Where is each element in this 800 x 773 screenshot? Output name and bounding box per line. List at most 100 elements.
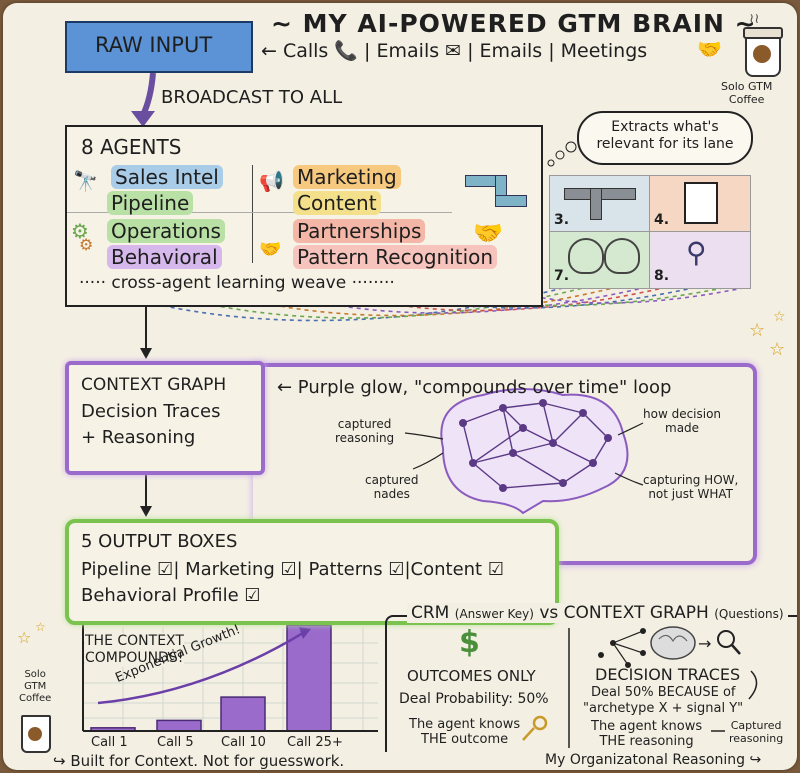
binoculars-icon: 🔭 bbox=[73, 169, 98, 193]
x-tick-label: Call 5 bbox=[157, 735, 194, 750]
label-line: captured bbox=[337, 417, 392, 431]
agent-partnerships: Partnerships bbox=[293, 219, 426, 243]
agent-operations: Operations bbox=[107, 219, 225, 243]
captured-line: reasoning bbox=[729, 732, 784, 745]
coffee-label-top: Solo GTM Coffee bbox=[721, 80, 772, 106]
agent-label: Pattern Recognition bbox=[293, 245, 498, 269]
star-icon: ☆ bbox=[769, 339, 785, 360]
broadcast-label: BROADCAST TO ALL bbox=[161, 87, 343, 108]
crm-heading-crm: CRM bbox=[411, 603, 450, 623]
context-graph-line: Decision Traces bbox=[81, 401, 221, 422]
extract-bubble: Extracts what's relevant for its lane bbox=[577, 111, 753, 165]
coffee-label-line: Solo bbox=[24, 669, 46, 680]
tile-3: 3. bbox=[549, 175, 651, 233]
output-heading: 5 OUTPUT BOXES bbox=[81, 531, 238, 552]
growth-arrow bbox=[97, 631, 304, 705]
chart-bar bbox=[156, 719, 202, 732]
star-icon: ☆ bbox=[35, 620, 46, 634]
decision-line-1: Deal 50% BECAUSE of bbox=[591, 685, 736, 700]
bubble-line: Extracts what's bbox=[611, 119, 719, 135]
agent-label: Marketing bbox=[293, 165, 401, 189]
label-line: how decision bbox=[643, 407, 722, 421]
star-icon: ☆ bbox=[773, 309, 786, 325]
label-how-decision: how decision made bbox=[643, 407, 721, 435]
small-brain-icon bbox=[650, 626, 696, 660]
growth-arrowhead bbox=[299, 627, 311, 639]
agents-to-graph-arrowhead bbox=[140, 348, 152, 359]
star-icon: ☆ bbox=[749, 320, 765, 341]
tile-number: 8. bbox=[654, 268, 670, 284]
steam-icon: ≀≀ bbox=[749, 11, 760, 27]
broadcast-arrow bbox=[140, 72, 156, 117]
knows-line: THE reasoning bbox=[599, 734, 694, 749]
gears-icon: ⚙ bbox=[79, 235, 94, 254]
chart-bar bbox=[286, 624, 332, 732]
input-sources: ← Calls 📞 | Emails ✉ | Emails | Meetings bbox=[261, 40, 648, 62]
decision-traces-title: DECISION TRACES bbox=[595, 665, 741, 684]
compounds-title-line: COMPOUNDS! bbox=[85, 650, 184, 666]
infographic-canvas: ☆ ☆ ☆ ☆ ☆ bbox=[3, 3, 797, 770]
output-patterns: | Patterns ☑ bbox=[296, 559, 405, 580]
context-graph-title: CONTEXT GRAPH bbox=[81, 375, 227, 395]
graph-to-outputs-arrowhead bbox=[140, 506, 152, 517]
context-graph-line: + Reasoning bbox=[81, 427, 196, 448]
label-captured-reasoning: captured reasoning bbox=[335, 417, 394, 445]
tile-4: 4. bbox=[649, 175, 751, 233]
handshake-icon: 🤝 bbox=[697, 37, 722, 61]
chart-bars bbox=[90, 624, 332, 732]
gears-icon: ⚙ bbox=[71, 219, 89, 243]
tile-7: 7. bbox=[549, 231, 651, 289]
crm-heading-vs: vs CONTEXT GRAPH bbox=[539, 603, 709, 623]
agent-pattern-recognition: Pattern Recognition bbox=[293, 245, 498, 269]
coffee-label-line: Coffee bbox=[728, 93, 765, 106]
tile-number: 4. bbox=[654, 212, 670, 228]
x-tick-label: Call 25+ bbox=[287, 735, 343, 750]
x-tick-label: Call 10 bbox=[221, 735, 266, 750]
output-marketing: | Marketing ☑ bbox=[173, 559, 297, 580]
curly-arrow bbox=[748, 670, 758, 700]
label-capturing-how: capturing HOW, not just WHAT bbox=[643, 473, 738, 501]
agent-knows-reasoning: The agent knows THE reasoning bbox=[591, 719, 702, 749]
pipes-icon bbox=[465, 169, 527, 207]
x-tick-label: Call 1 bbox=[91, 735, 128, 750]
output-row-1: Pipeline ☑| Marketing ☑| Patterns ☑|Cont… bbox=[81, 559, 504, 580]
connector-layer: ☆ ☆ ☆ ☆ ☆ bbox=[17, 72, 786, 748]
crm-heading-answer: (Answer Key) bbox=[454, 607, 534, 621]
tile-number: 3. bbox=[554, 212, 570, 228]
brain-network-icon bbox=[404, 388, 644, 515]
agent-label: Operations bbox=[107, 219, 225, 243]
bubble-line: relevant for its lane bbox=[596, 136, 734, 152]
arrow-right-icon: → bbox=[698, 634, 711, 653]
agent-content: Content bbox=[293, 191, 381, 215]
page-title: ~ MY AI-POWERED GTM BRAIN ~ bbox=[271, 9, 757, 38]
label-line: captured bbox=[365, 473, 419, 487]
raw-input-label: RAW INPUT bbox=[95, 33, 213, 57]
star-icon: ☆ bbox=[17, 628, 31, 647]
knows-line: THE outcome bbox=[421, 732, 509, 747]
captured-line: Captured bbox=[730, 719, 782, 732]
output-row-2: Behavioral Profile ☑ bbox=[81, 585, 261, 606]
handshake-icon: 🤝 bbox=[473, 219, 503, 247]
agents-heading: 8 AGENTS bbox=[81, 135, 182, 159]
label-line: made bbox=[665, 421, 700, 435]
coffee-label-line: Solo GTM bbox=[721, 80, 773, 93]
coffee-cup-icon bbox=[743, 27, 783, 77]
captured-reasoning-note: Captured reasoning bbox=[729, 719, 783, 745]
coffee-cup-icon bbox=[21, 715, 51, 753]
agent-label: Sales Intel bbox=[111, 165, 223, 189]
agent-label: Content bbox=[293, 191, 381, 215]
label-line: not just WHAT bbox=[648, 487, 734, 501]
knows-line: The agent knows bbox=[409, 717, 521, 732]
bubble-dot bbox=[555, 150, 565, 160]
agents-divider-v bbox=[252, 165, 253, 263]
network-magnifier-icon: ⚲ bbox=[686, 236, 707, 269]
context-graph-box: CONTEXT GRAPH Decision Traces + Reasonin… bbox=[65, 361, 265, 475]
mini-network-nodes bbox=[598, 628, 646, 668]
label-line: reasoning bbox=[335, 431, 395, 445]
bubble-dot bbox=[565, 141, 577, 153]
crm-heading: CRM (Answer Key) vs CONTEXT GRAPH (Quest… bbox=[407, 603, 788, 623]
agent-pipeline: Pipeline bbox=[107, 191, 194, 215]
coffee-label-line: Coffee bbox=[19, 693, 52, 704]
mini-network-icon bbox=[612, 630, 644, 666]
key-icon bbox=[532, 715, 548, 731]
